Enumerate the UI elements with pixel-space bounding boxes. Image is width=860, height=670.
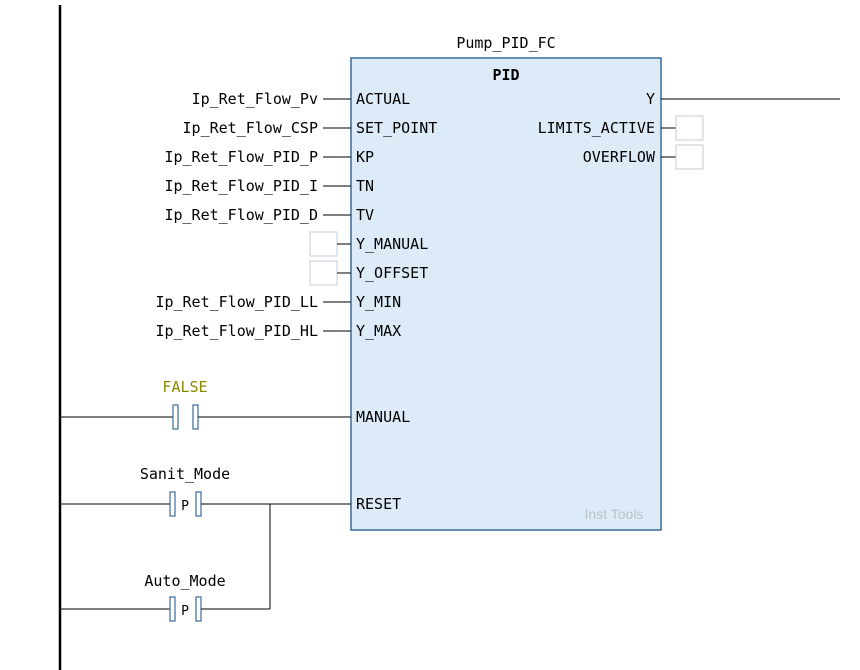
empty-output-box-overflow[interactable]: [675, 144, 704, 170]
pin-label-y-min: Y_MIN: [356, 293, 401, 311]
pin-label-limits-active: LIMITS_ACTIVE: [538, 119, 655, 137]
input-variable-set-point[interactable]: Ip_Ret_Flow_CSP: [183, 119, 318, 137]
block-instance-name[interactable]: Pump_PID_FC: [456, 34, 555, 52]
contact-auto-mode-p[interactable]: P: [169, 596, 202, 622]
input-pin-tv[interactable]: Ip_Ret_Flow_PID_D TV: [164, 206, 374, 224]
input-variable-actual[interactable]: Ip_Ret_Flow_Pv: [192, 90, 318, 108]
empty-input-box-y-offset[interactable]: [309, 260, 338, 286]
contact-false[interactable]: [172, 404, 199, 430]
input-variable-y-min[interactable]: Ip_Ret_Flow_PID_LL: [155, 293, 318, 311]
input-pin-set-point[interactable]: Ip_Ret_Flow_CSP SET_POINT: [183, 119, 438, 137]
pin-label-y-manual: Y_MANUAL: [356, 235, 428, 253]
positive-edge-label: P: [181, 604, 189, 619]
contact-variable-sanit-mode[interactable]: Sanit_Mode: [140, 465, 230, 483]
pin-label-overflow: OVERFLOW: [583, 148, 656, 166]
input-pin-y-offset[interactable]: Y_OFFSET: [309, 260, 428, 286]
contact-variable-false[interactable]: FALSE: [162, 378, 207, 396]
input-variable-kp[interactable]: Ip_Ret_Flow_PID_P: [164, 148, 318, 166]
input-variable-tv[interactable]: Ip_Ret_Flow_PID_D: [164, 206, 318, 224]
pin-label-kp: KP: [356, 148, 374, 166]
input-variable-y-max[interactable]: Ip_Ret_Flow_PID_HL: [155, 322, 318, 340]
rung-reset: Sanit_Mode P RESET Auto_Mode P: [60, 465, 401, 622]
input-pin-actual[interactable]: Ip_Ret_Flow_Pv ACTUAL: [192, 90, 411, 108]
pin-label-set-point: SET_POINT: [356, 119, 437, 137]
input-pin-y-manual[interactable]: Y_MANUAL: [309, 231, 428, 257]
pin-label-tn: TN: [356, 177, 374, 195]
watermark: Inst Tools: [585, 506, 644, 522]
input-pin-y-min[interactable]: Ip_Ret_Flow_PID_LL Y_MIN: [155, 293, 401, 311]
contact-variable-auto-mode[interactable]: Auto_Mode: [144, 572, 225, 590]
contact-sanit-mode-p[interactable]: P: [169, 491, 202, 517]
pin-label-y-offset: Y_OFFSET: [356, 264, 428, 282]
pin-label-y-max: Y_MAX: [356, 322, 401, 340]
input-pin-y-max[interactable]: Ip_Ret_Flow_PID_HL Y_MAX: [155, 322, 401, 340]
input-pin-tn[interactable]: Ip_Ret_Flow_PID_I TN: [164, 177, 374, 195]
rung-manual: FALSE MANUAL: [60, 378, 410, 430]
output-pin-y[interactable]: Y: [646, 90, 840, 108]
empty-input-box-y-manual[interactable]: [309, 231, 338, 257]
block-type-name: PID: [492, 66, 519, 84]
empty-output-box-limits-active[interactable]: [675, 115, 704, 141]
input-variable-tn[interactable]: Ip_Ret_Flow_PID_I: [164, 177, 318, 195]
pin-label-actual: ACTUAL: [356, 90, 410, 108]
output-pin-overflow[interactable]: OVERFLOW: [583, 144, 704, 170]
positive-edge-label: P: [181, 499, 189, 514]
pin-label-tv: TV: [356, 206, 374, 224]
input-pin-kp[interactable]: Ip_Ret_Flow_PID_P KP: [164, 148, 374, 166]
pin-label-manual: MANUAL: [356, 408, 410, 426]
pin-label-reset: RESET: [356, 495, 401, 513]
pid-function-block[interactable]: [350, 57, 662, 531]
pin-label-y: Y: [646, 90, 655, 108]
output-pin-limits-active[interactable]: LIMITS_ACTIVE: [538, 115, 704, 141]
